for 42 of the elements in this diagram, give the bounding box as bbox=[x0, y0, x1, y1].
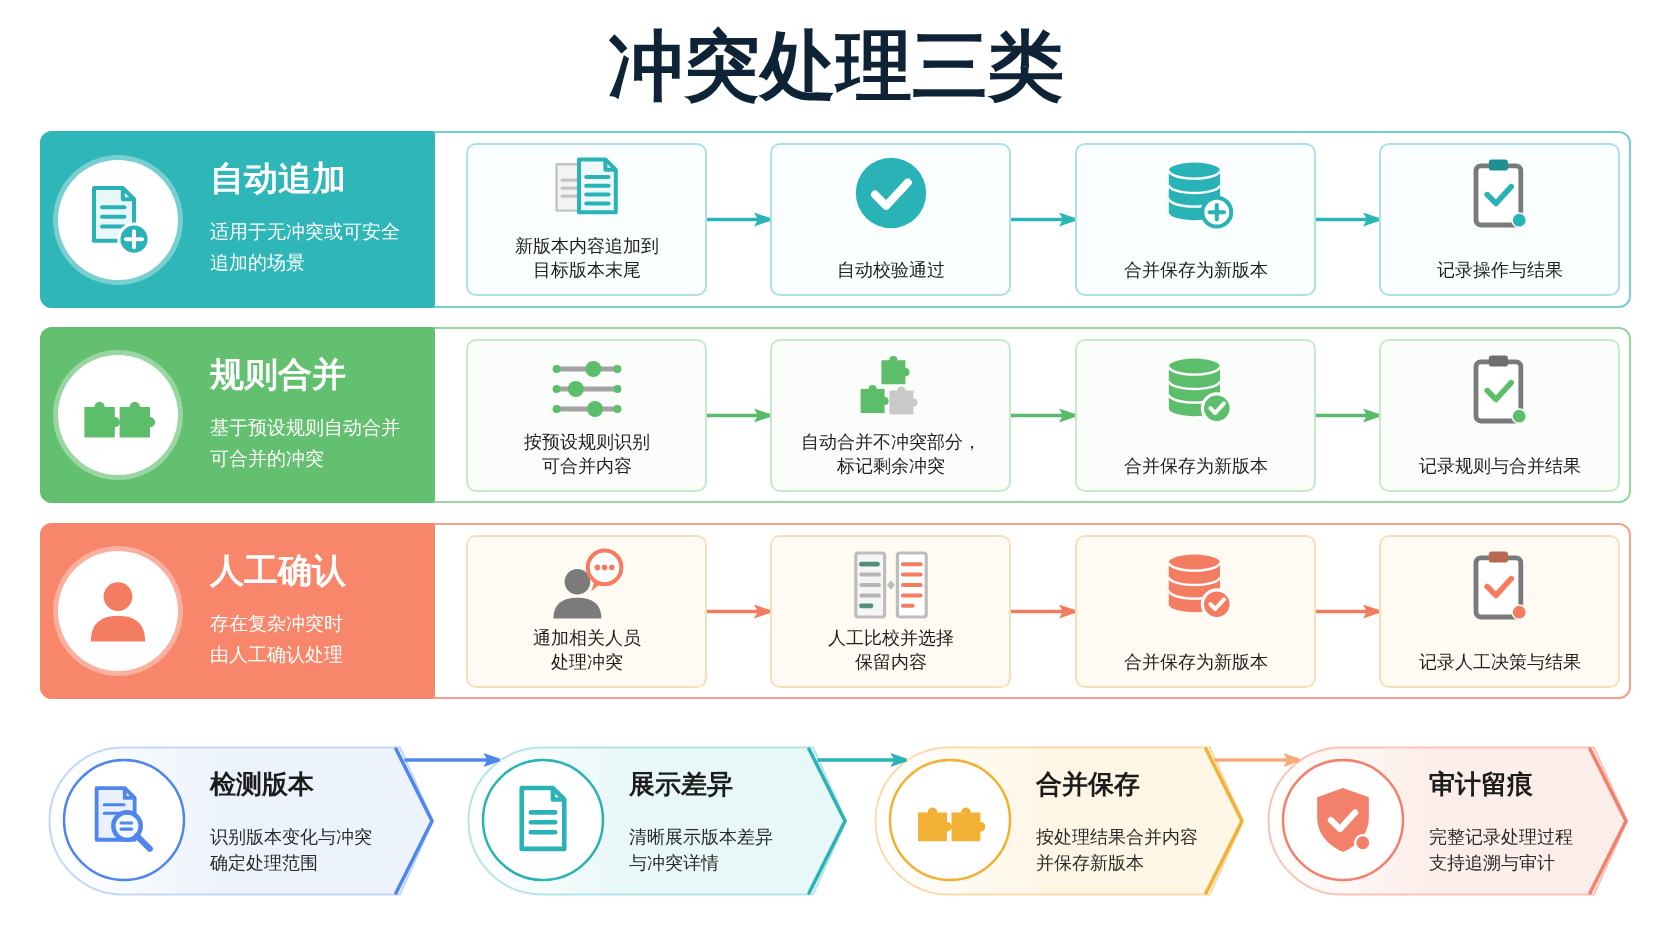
step-card bbox=[1075, 143, 1316, 296]
panel-text: 适用于无冲突或可安全追加的场景 bbox=[210, 219, 401, 275]
step-text: 完整记录处理过程支持追溯与审计 bbox=[1429, 825, 1574, 875]
step-card bbox=[770, 143, 1011, 296]
step-heading: 合并保存 bbox=[1036, 768, 1140, 800]
step-text: 通加相关人员处理冲突 bbox=[531, 626, 642, 674]
step-card bbox=[466, 143, 707, 296]
step-heading: 检测版本 bbox=[210, 768, 314, 800]
row-band bbox=[40, 327, 1631, 503]
step-text: 人工比校并选择保留内容 bbox=[826, 626, 955, 674]
row-band bbox=[40, 523, 1631, 699]
step-heading: 审计留痕 bbox=[1429, 768, 1533, 800]
panel-heading: 规则合并 bbox=[210, 354, 346, 394]
step-card bbox=[770, 535, 1011, 688]
step-text: 自动合并不冲突部分，标记剩余冲突 bbox=[799, 430, 982, 478]
step-card bbox=[770, 339, 1011, 492]
step-card bbox=[1379, 339, 1620, 492]
step-text: 合并保存为新版本 bbox=[1123, 650, 1268, 674]
panel-text: 存在复杂冲突时由人工确认处理 bbox=[210, 611, 344, 667]
step-card bbox=[1379, 535, 1620, 688]
step-text: 自动校验通过 bbox=[836, 258, 945, 282]
step-card bbox=[466, 339, 707, 492]
step-text: 按预设规则识别可合并内容 bbox=[522, 430, 651, 478]
step-text: 清晰展示版本差异与冲突详情 bbox=[629, 825, 774, 875]
step-card bbox=[1075, 339, 1316, 492]
step-text: 记录人工决策与结果 bbox=[1418, 650, 1581, 674]
panel-text: 基于预设规则自动合并可合并的冲突 bbox=[210, 415, 401, 471]
step-text: 识别版本变化与冲突确定处理范围 bbox=[210, 825, 373, 875]
row-band bbox=[40, 131, 1631, 308]
step-heading: 展示差异 bbox=[629, 768, 733, 800]
panel-heading: 自动追加 bbox=[210, 158, 346, 198]
step-text: 按处理结果合并内容并保存新版本 bbox=[1036, 825, 1199, 875]
step-card bbox=[466, 535, 707, 688]
step-text: 新版本内容追加到目标版本末尾 bbox=[513, 234, 660, 282]
step-text: 合并保存为新版本 bbox=[1123, 258, 1268, 282]
step-text: 记录操作与结果 bbox=[1436, 258, 1563, 282]
panel-heading: 人工确认 bbox=[210, 550, 346, 590]
step-text: 记录规则与合并结果 bbox=[1418, 454, 1581, 478]
step-card bbox=[1075, 535, 1316, 688]
title: 冲突处理三类 bbox=[608, 24, 1064, 108]
step-card bbox=[1379, 143, 1620, 296]
step-text: 合并保存为新版本 bbox=[1123, 454, 1268, 478]
